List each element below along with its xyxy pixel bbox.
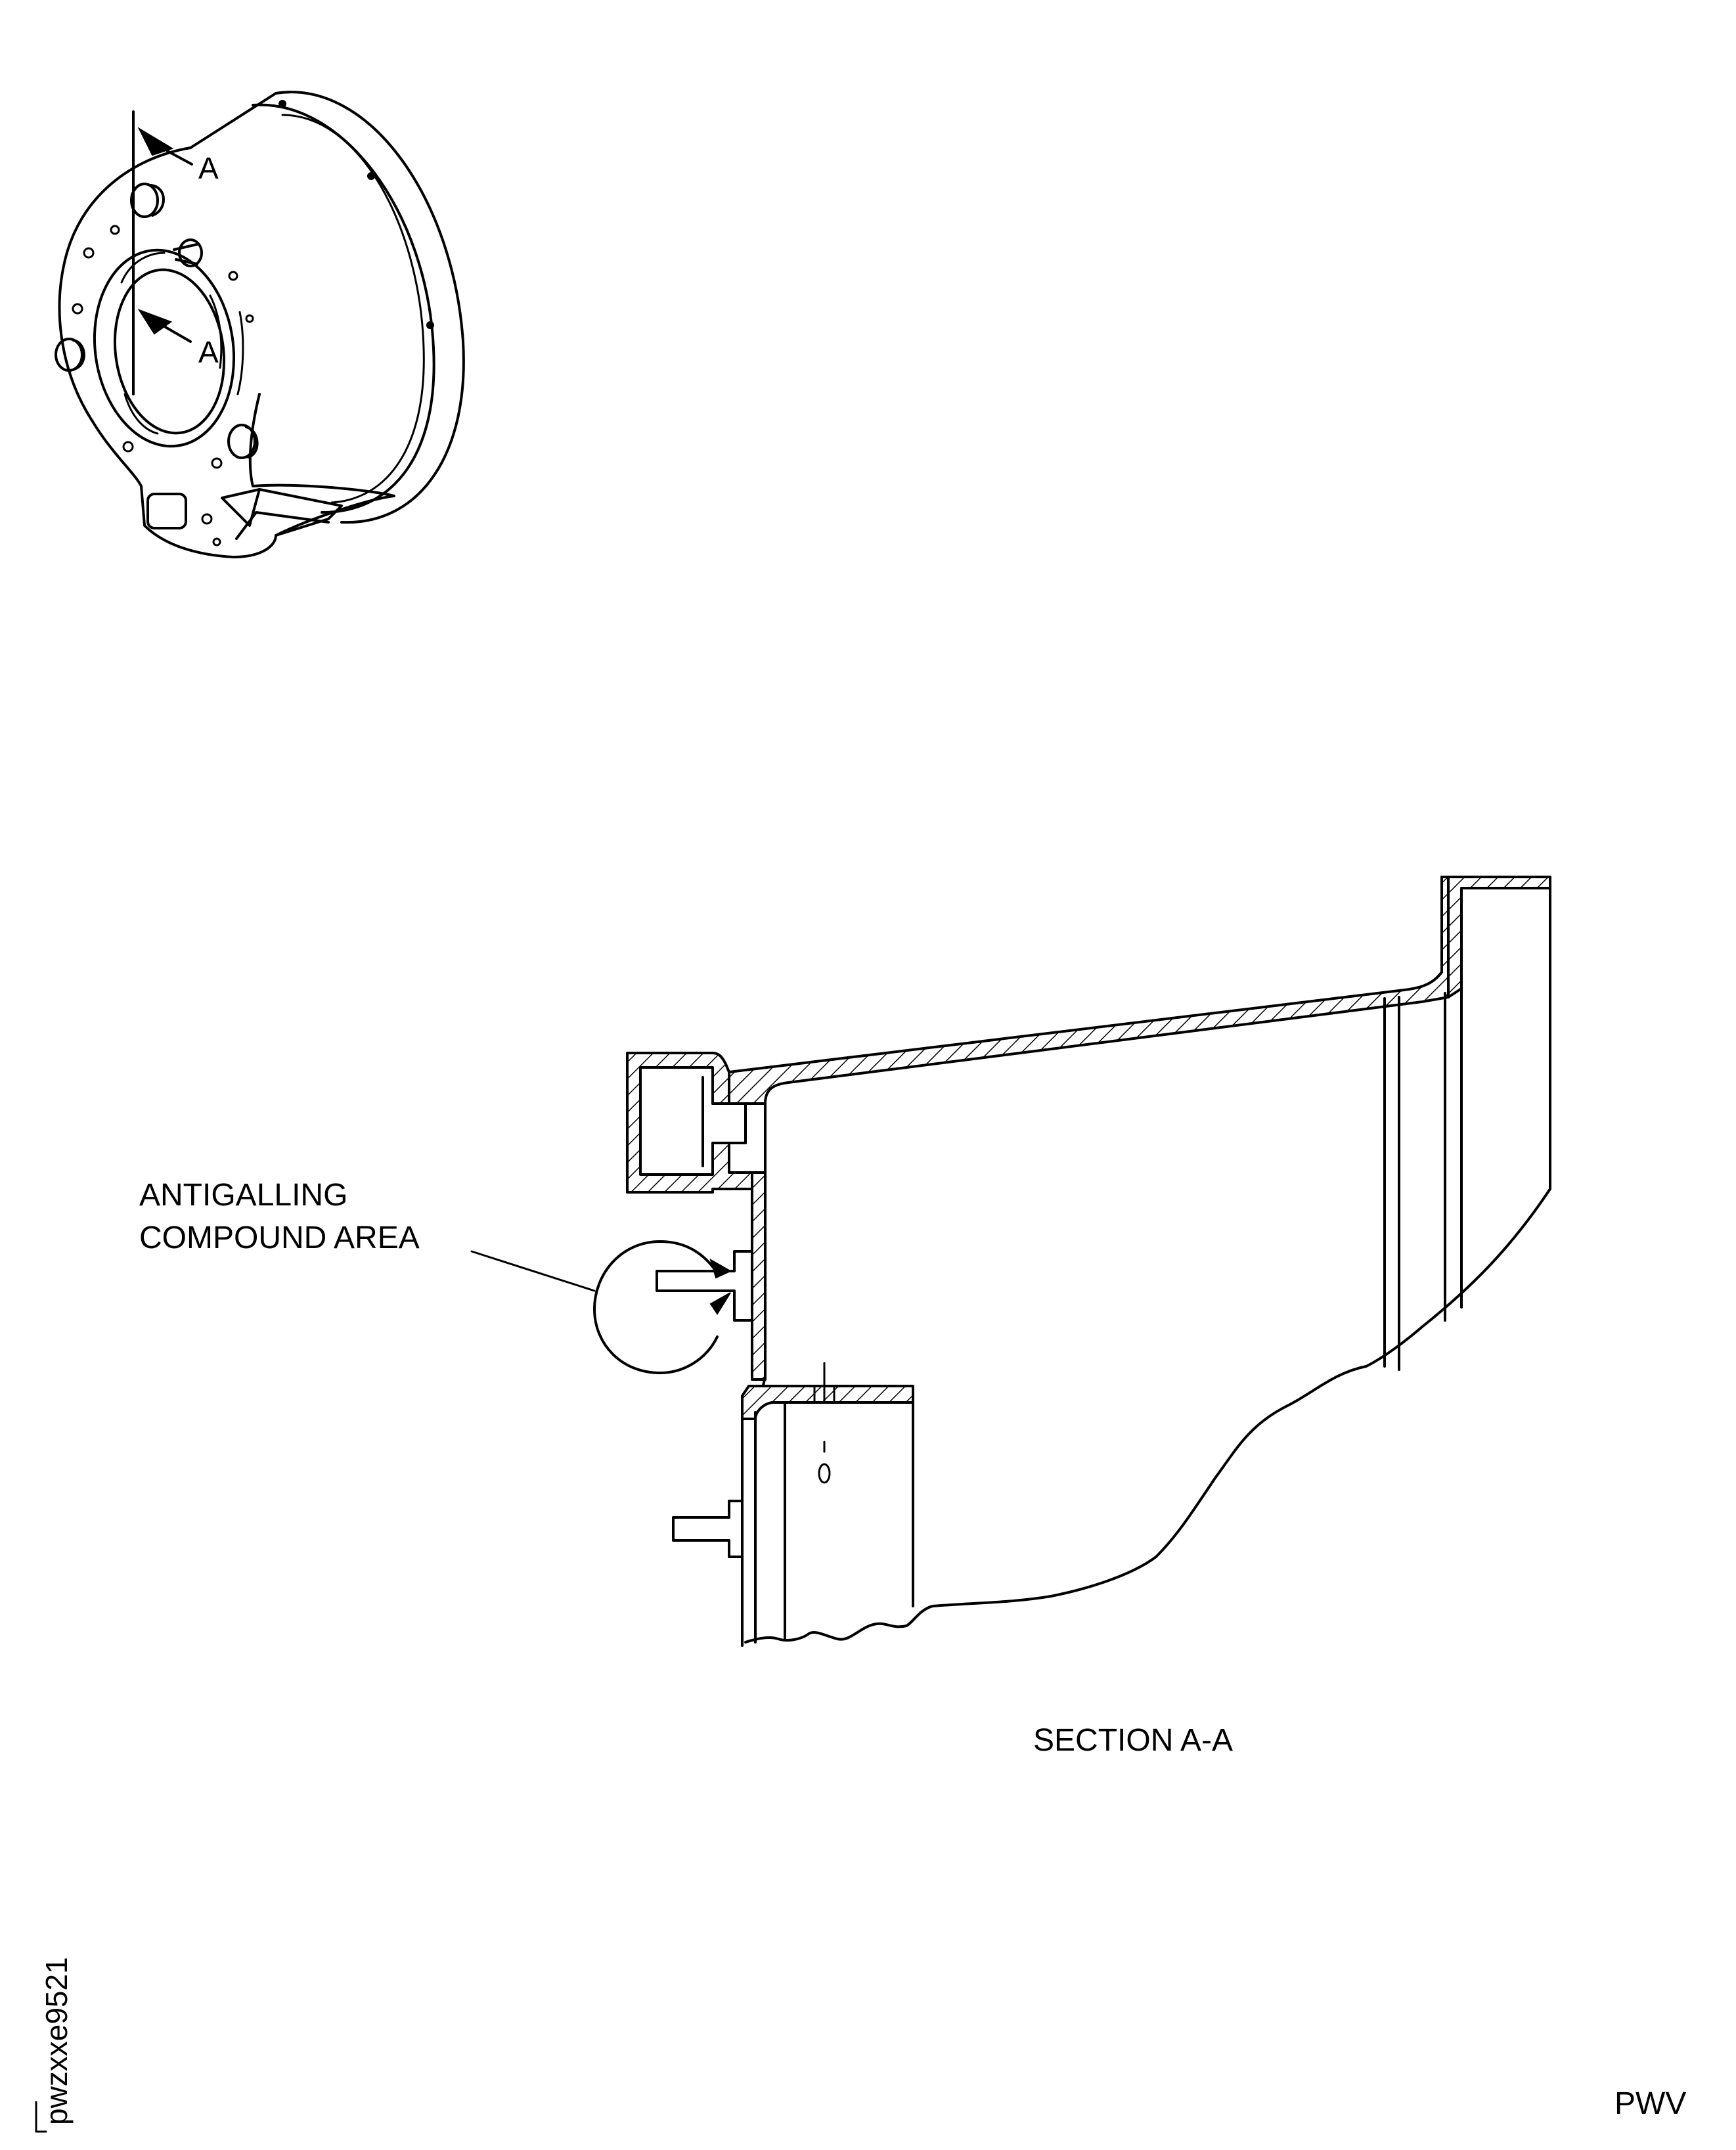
view-letter-top: A xyxy=(198,151,219,185)
section-view: ANTIGALLING COMPOUND AREA SECTION A-A xyxy=(139,876,1551,1758)
bore-bolt-circle xyxy=(120,252,244,435)
front-mount-plate xyxy=(58,146,395,558)
rear-flange-section xyxy=(1440,876,1551,998)
radial-hole xyxy=(818,1463,831,1484)
callout-leader xyxy=(470,1250,596,1292)
detail-circle xyxy=(593,1240,719,1374)
detail-arrow-top xyxy=(709,1258,732,1279)
view-letter-bottom: A xyxy=(198,335,219,369)
bottom-lug xyxy=(258,488,343,537)
lower-bore-section xyxy=(741,1385,914,1420)
section-title: SECTION A-A xyxy=(1033,1723,1233,1758)
rear-flange-face xyxy=(281,114,425,504)
lower-stub xyxy=(672,1500,744,1558)
front-bore-inner xyxy=(113,268,226,435)
front-web-section xyxy=(751,1171,767,1381)
break-line xyxy=(744,1326,1423,1644)
figure-id-block: pwzxxe9521 xyxy=(35,1957,74,2133)
callout-label-line1: ANTIGALLING xyxy=(139,1178,347,1213)
housing-body-top xyxy=(189,92,277,149)
rear-flange-outer xyxy=(275,91,465,524)
figure-id: pwzxxe9521 xyxy=(39,1957,74,2125)
detail-arrow-bottom xyxy=(709,1292,731,1315)
view-arrow-bottom xyxy=(137,309,173,335)
callout-label-line2: COMPOUND AREA xyxy=(139,1221,420,1255)
bottom-port xyxy=(146,493,187,529)
mid-flange-lip xyxy=(656,1250,753,1322)
bottom-triangle-pad xyxy=(221,488,261,527)
isometric-housing-view: A A xyxy=(55,91,465,558)
rear-flange-outer-edge xyxy=(1421,876,1551,1328)
studs xyxy=(55,183,259,459)
upper-wall-section xyxy=(728,876,1450,1105)
housing-body-bottom xyxy=(235,511,330,540)
view-arrow-top xyxy=(137,127,174,156)
plate-holes xyxy=(72,225,254,547)
figure-id-bracket xyxy=(35,2101,47,2133)
front-bore-outer xyxy=(93,248,236,448)
flange-bolt-holes xyxy=(278,100,434,329)
footer-code: PWV xyxy=(1614,2086,1686,2121)
